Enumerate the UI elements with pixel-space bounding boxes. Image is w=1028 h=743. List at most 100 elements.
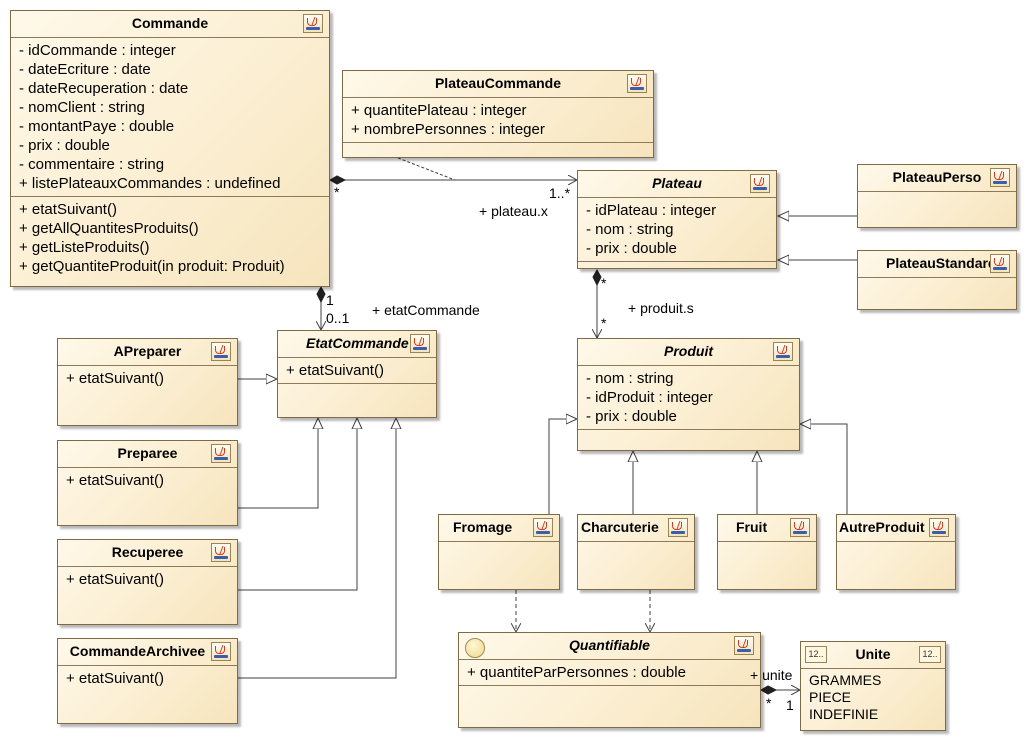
operations-section: + etatSuivant() + getAllQuantitesProduit… (11, 197, 329, 279)
commande-etat-multiplicity-1: 1 (326, 292, 334, 308)
operations-section: + etatSuivant() (58, 468, 237, 493)
operation: + getAllQuantitesProduits() (19, 220, 199, 237)
class-name: PlateauStandard (858, 251, 1016, 278)
java-class-icon (734, 636, 754, 655)
class-name: Recuperee (58, 540, 237, 567)
java-class-icon (750, 174, 770, 193)
class-name: Unite (801, 642, 945, 669)
operation: + getQuantiteProduit(in produit: Produit… (19, 258, 285, 275)
class-fromage[interactable]: Fromage (438, 514, 560, 590)
java-class-icon (627, 74, 647, 93)
etat-multiplicity: 0..1 (326, 310, 350, 326)
class-commandearchivee[interactable]: CommandeArchivee + etatSuivant() (57, 638, 238, 724)
class-name: Plateau (578, 171, 776, 198)
class-apreparer[interactable]: APreparer + etatSuivant() (57, 338, 238, 426)
operations-section (578, 430, 799, 444)
java-class-icon (773, 342, 793, 361)
attribute: - commentaire : string (19, 156, 165, 173)
attribute: + nombrePersonnes : integer (351, 121, 545, 138)
extra-section (278, 384, 436, 400)
attribute: + quantiteParPersonnes : double (467, 664, 686, 681)
enum-literal: INDEFINIE (809, 706, 879, 722)
class-name: EtatCommande (278, 331, 436, 358)
attribute: - dateEcriture : date (19, 61, 151, 78)
operations-section (459, 686, 760, 700)
class-name: Charcuterie (578, 515, 694, 542)
operations-section: + etatSuivant() (58, 666, 237, 691)
operation: + etatSuivant() (66, 571, 164, 588)
operations-section: + etatSuivant() (278, 358, 436, 384)
java-class-icon (668, 518, 688, 537)
attribute: + listePlateauxCommandes : undefined (19, 175, 281, 192)
attributes-section: + quantitePlateau : integer + nombrePers… (343, 98, 653, 143)
literals-section: GRAMMES PIECE INDEFINIE (801, 669, 945, 726)
interface-circle-icon (465, 638, 485, 658)
class-name: Produit (578, 339, 799, 366)
java-class-icon (410, 334, 430, 353)
class-commande[interactable]: Commande - idCommande : integer - dateEc… (10, 10, 330, 287)
class-name: PlateauPerso (858, 165, 1016, 192)
unite-multiplicity: 1 (786, 697, 794, 713)
attributes-section: - idPlateau : integer - nom : string - p… (578, 198, 776, 262)
attribute: + quantitePlateau : integer (351, 102, 527, 119)
attribute: - montantPaye : double (19, 118, 175, 135)
enum-literal: PIECE (809, 689, 852, 705)
class-plateauperso[interactable]: PlateauPerso (857, 164, 1017, 228)
attribute: - dateRecuperation : date (19, 80, 189, 97)
class-plateau[interactable]: Plateau - idPlateau : integer - nom : st… (577, 170, 777, 269)
operations-section (578, 262, 776, 272)
plateau-produit-star: * (601, 275, 607, 291)
attributes-section (858, 278, 1016, 290)
attribute: - prix : double (586, 240, 677, 257)
java-class-icon (211, 444, 231, 463)
attribute: - prix : double (586, 408, 677, 425)
class-name: APreparer (58, 339, 237, 366)
autreproduit-generalization (800, 424, 848, 514)
attributes-section (858, 192, 1016, 204)
operations-section (343, 143, 653, 155)
produit-multiplicity-star: * (601, 315, 607, 331)
class-autreproduit[interactable]: AutreProduit (836, 514, 956, 590)
operation: + etatSuivant() (286, 362, 384, 379)
enum-literal: GRAMMES (809, 672, 882, 688)
class-charcuterie[interactable]: Charcuterie (577, 514, 695, 590)
attributes-section: - idCommande : integer - dateEcriture : … (11, 38, 329, 197)
java-class-icon (533, 518, 553, 537)
plateaucommande-association-link (397, 157, 456, 181)
attribute: - idCommande : integer (19, 42, 176, 59)
class-etatcommande[interactable]: EtatCommande + etatSuivant() (277, 330, 437, 418)
interface-quantifiable[interactable]: Quantifiable + quantiteParPersonnes : do… (458, 632, 761, 728)
attribute: - nom : string (586, 370, 674, 387)
java-class-icon (211, 642, 231, 661)
enum-12-icon: 12.. (919, 646, 941, 663)
etat-role-label: + etatCommande (372, 302, 480, 318)
class-preparee[interactable]: Preparee + etatSuivant() (57, 440, 238, 526)
fromage-generalization (548, 419, 577, 514)
class-name: CommandeArchivee (58, 639, 237, 666)
java-class-icon (303, 14, 323, 33)
class-produit[interactable]: Produit - nom : string - idProduit : int… (577, 338, 800, 451)
class-plateaustandard[interactable]: PlateauStandard (857, 250, 1017, 310)
java-class-icon (790, 518, 810, 537)
attribute: - idProduit : integer (586, 389, 713, 406)
class-fruit[interactable]: Fruit (717, 514, 817, 590)
recuperee-generalization (238, 418, 357, 591)
operation: + etatSuivant() (66, 670, 164, 687)
class-recuperee[interactable]: Recuperee + etatSuivant() (57, 539, 238, 625)
quantifiable-multiplicity-star: * (766, 695, 772, 711)
java-class-icon (211, 543, 231, 562)
class-name: Fruit (718, 515, 816, 542)
attribute: - nom : string (586, 221, 674, 238)
attributes-section: - nom : string - idProduit : integer - p… (578, 366, 799, 430)
plateau-multiplicity: 1..* (549, 185, 571, 201)
plateau-role-label: + plateau.x (479, 203, 548, 219)
enum-12-icon: 12.. (805, 646, 827, 663)
class-name: Preparee (58, 441, 237, 468)
class-plateaucommande[interactable]: PlateauCommande + quantitePlateau : inte… (342, 70, 654, 158)
class-name: AutreProduit (837, 515, 955, 542)
commande-multiplicity-star: * (334, 184, 340, 200)
produit-role-label: + produit.s (628, 300, 694, 316)
enum-unite[interactable]: 12.. Unite 12.. GRAMMES PIECE INDEFINIE (800, 641, 946, 731)
class-name: Commande (11, 11, 329, 38)
